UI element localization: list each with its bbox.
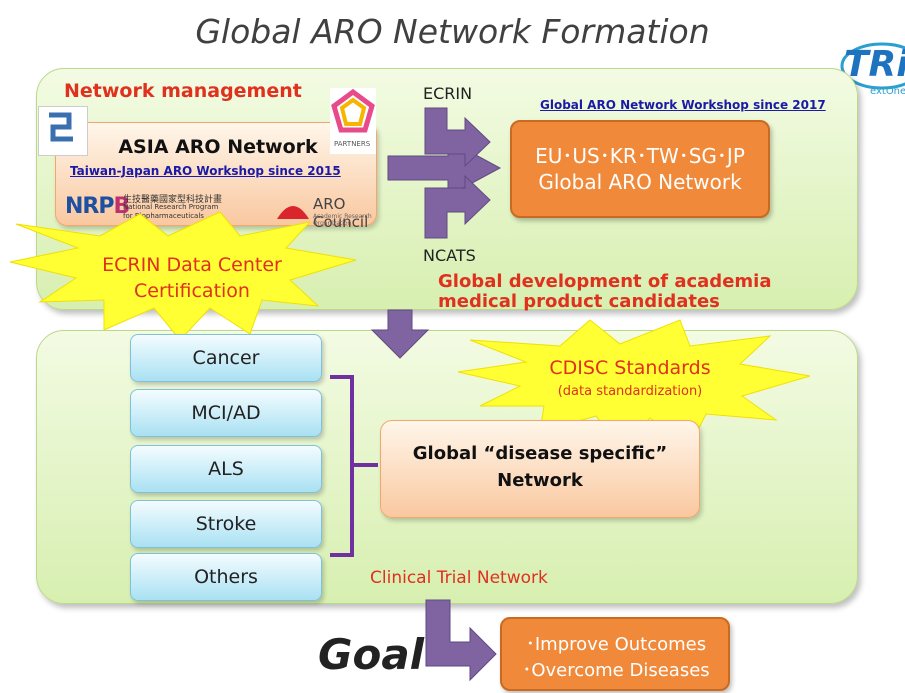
nrpb-line2: National Research Program [123, 203, 219, 211]
ecrin-bent-arrow-icon [424, 107, 491, 168]
disease-specific-network-box [380, 420, 700, 518]
aro-council-logo: ARO Council Academic Research Organizati… [275, 195, 405, 231]
ecrin-starburst-icon [9, 211, 357, 341]
global-box-line1: EU･US･KR･TW･SG･JP [535, 144, 745, 168]
scri-logo-icon [49, 112, 73, 142]
disease-network-line1: Global “disease specific” [412, 443, 668, 464]
taiwan-japan-workshop-link[interactable]: Taiwan-Japan ARO Workshop since 2015 [70, 164, 341, 178]
asia-aro-network-title: ASIA ARO Network [118, 136, 318, 158]
global-development-line1: Global development of academia [438, 271, 772, 292]
aro-council-sub: Academic Research Organization [313, 213, 372, 227]
network-management-heading: Network management [64, 80, 302, 102]
partners-logo: PARTNERS [330, 88, 376, 154]
disease-network-line2: Network [497, 470, 583, 491]
cdisc-standards-sub: (data standardization) [557, 384, 703, 399]
goal-outcome-overcome: ･Overcome Diseases [522, 660, 710, 681]
partners-label: PARTNERS [334, 140, 371, 148]
nrpb-mark-icon: NRPB [65, 194, 130, 219]
clinical-trial-network-label: Clinical Trial Network [370, 568, 548, 588]
asia-aro-network-box [55, 122, 377, 226]
page-title: Global ARO Network Formation [195, 12, 710, 51]
cdisc-starburst-icon [457, 319, 811, 447]
cdisc-standards-title: CDISC Standards [549, 357, 711, 379]
logo-swoosh-icon [840, 42, 905, 90]
ecrin-label: ECRIN [423, 84, 473, 103]
goal-outcomes-box [500, 617, 730, 691]
logo-tagline: extOne [870, 86, 905, 97]
goal-bent-arrow-icon [425, 599, 497, 682]
ncats-label: NCATS [423, 246, 476, 265]
partners-logo-icon [331, 88, 375, 133]
goal-outcome-improve: ･Improve Outcomes [525, 634, 707, 655]
global-development-line2: medical product candidates [438, 291, 720, 312]
nrpb-line3: for Biopharmaceuticals [123, 212, 204, 220]
disease-mci-ad: MCI/AD [130, 389, 322, 437]
global-aro-network-box [510, 120, 770, 218]
aro-council-icon [277, 206, 309, 219]
logo: TRi extOne [822, 38, 905, 108]
aro-council-label: ARO Council [313, 195, 369, 231]
global-box-line2: Global ARO Network [538, 170, 742, 194]
global-workshop-link[interactable]: Global ARO Network Workshop since 2017 [540, 98, 826, 112]
scri-logo [38, 106, 88, 156]
nrpb-logo: NRPB 生技醫藥國家型科技計畫 National Research Progr… [65, 192, 255, 222]
goal-label: Goal [318, 630, 425, 679]
nrpb-line1: 生技醫藥國家型科技計畫 [123, 195, 223, 205]
ecrin-certification-line2: Certification [134, 280, 250, 302]
logo-text: TRi [844, 44, 905, 85]
ncats-bent-arrow-icon [424, 174, 491, 239]
disease-others: Others [130, 553, 322, 601]
arrow-down-icon [370, 309, 430, 359]
disease-stroke: Stroke [130, 500, 322, 548]
disease-als: ALS [130, 445, 322, 493]
disease-cancer: Cancer [130, 334, 322, 382]
ecrin-certification-line1: ECRIN Data Center [102, 254, 282, 276]
